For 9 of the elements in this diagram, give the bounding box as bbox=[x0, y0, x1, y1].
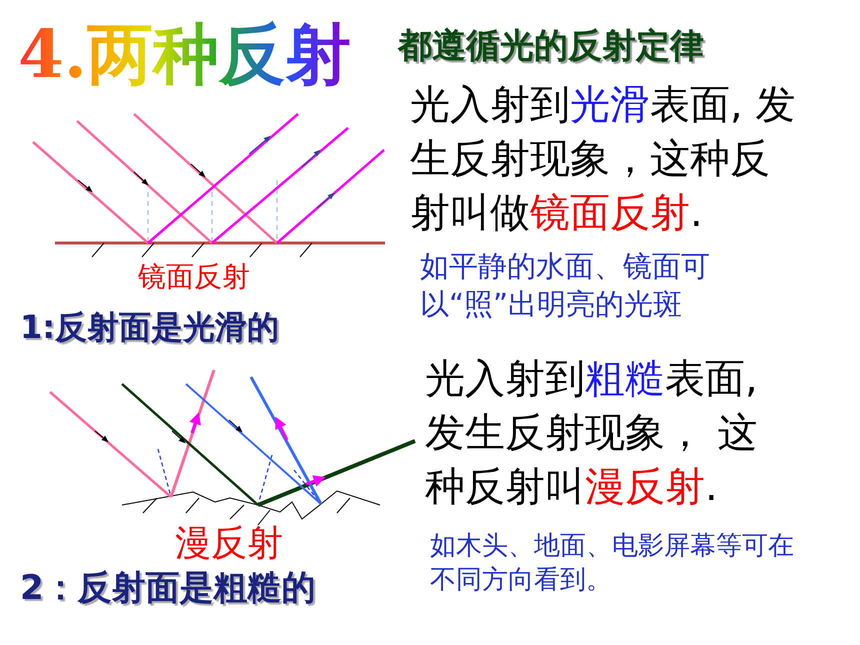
diagram-label: 镜面反射 bbox=[138, 260, 250, 294]
subtitle: 都遵循光的反射定律 bbox=[398, 26, 704, 68]
example-text: 如木头、地面、电影屏幕等可在不同方向看到。 bbox=[430, 530, 795, 597]
diagram-label: 漫反射 bbox=[175, 522, 283, 566]
example-text: 如平静的水面、镜面可以“照”出明亮的光斑 bbox=[420, 248, 711, 323]
heading: 1:反射面是光滑的 bbox=[20, 308, 280, 348]
description-text: 光入射到粗糙表面, 发生反射现象， 这种反射叫漫反射. bbox=[425, 355, 759, 512]
heading: 2：反射面是粗糙的 bbox=[20, 568, 316, 610]
description-text: 光入射到光滑表面, 发生反射现象，这种反射叫做镜面反射. bbox=[410, 81, 796, 238]
